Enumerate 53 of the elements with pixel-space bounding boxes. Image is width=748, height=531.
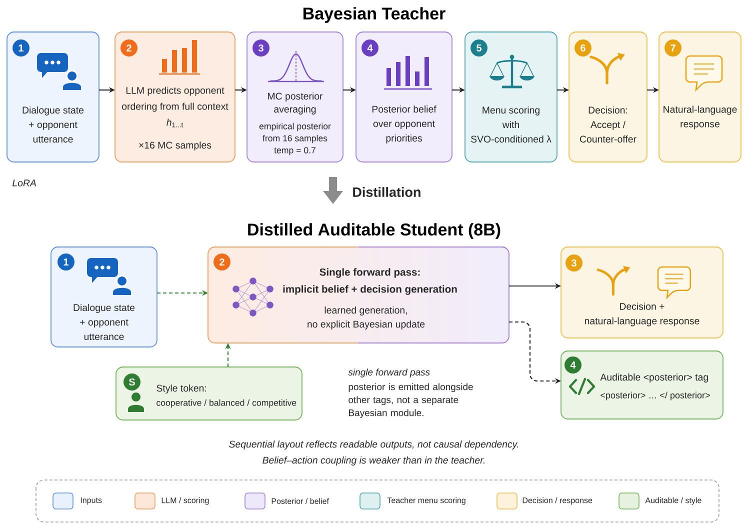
step-box	[560, 246, 724, 338]
step-box	[114, 32, 236, 162]
note-heading: single forward pass	[348, 368, 430, 378]
step-label: LLM predicts opponent ordering from full context h$_{1...t}$	[122, 86, 228, 128]
step-badge: S	[124, 374, 140, 390]
step-badge: 2	[214, 254, 230, 270]
step-badge: 2	[120, 40, 138, 56]
step-box	[246, 32, 344, 162]
step-detail: learned generation, no explicit Bayesian update	[308, 306, 425, 330]
step-label: Menu scoring with SVO-conditioned λ	[471, 106, 552, 143]
step-title: Single forward pass: implicit belief + decision generation	[283, 268, 457, 295]
step-badge: 1	[58, 254, 74, 270]
step-label: Decision: Accept / Counter-offer	[580, 106, 636, 143]
tag-example: <posterior> … </ posterior>	[600, 392, 710, 400]
legend-label: Posterior / belief	[272, 498, 329, 504]
style-title: Style token:	[156, 384, 206, 394]
step-badge: 3	[252, 40, 270, 56]
step-label: Dialogue state + opponent utterance	[74, 304, 135, 340]
step-badge: 3	[566, 254, 582, 272]
step-badge: 5	[470, 40, 488, 56]
step-box	[208, 246, 510, 344]
legend-label: LLM / scoring	[162, 497, 209, 505]
tag-title: Auditable <posterior> tag	[600, 374, 708, 383]
step-badge: 7	[664, 40, 682, 56]
step-badge: 4	[564, 356, 582, 374]
legend-label: Inputs	[80, 497, 102, 505]
section-title: Bayesian Teacher	[303, 7, 446, 23]
step-detail: empirical posterior from 16 samples temp = 0.7	[259, 122, 331, 156]
step-box	[50, 246, 158, 348]
step-label: Dialogue state + opponent utterance	[22, 106, 84, 143]
style-box	[116, 366, 302, 420]
step-box	[560, 350, 724, 420]
step-badge: 1	[12, 40, 30, 56]
style-options: cooperative / balanced / competitive	[156, 399, 296, 408]
legend-label: Decision / response	[522, 497, 592, 505]
step-detail: ×16 MC samples	[139, 141, 212, 151]
step-box	[6, 32, 100, 162]
arrow-label: Distillation	[353, 187, 420, 197]
step-badge: 4	[362, 40, 378, 56]
step-label: Decision + natural-language response	[584, 302, 700, 326]
step-label: MC posterior averaging	[268, 92, 323, 115]
legend-label: Teacher menu scoring	[387, 497, 466, 505]
step-box	[464, 32, 558, 162]
step-label: Natural-language response	[664, 106, 737, 130]
step-box	[356, 32, 452, 162]
note-text: posterior is emitted alongside other tags, not a separate Bayesian module.	[348, 383, 473, 418]
model-note: LoRA	[12, 180, 36, 186]
step-box	[658, 32, 742, 162]
legend-label: Auditable / style	[645, 497, 702, 505]
step-box	[568, 32, 648, 162]
step-label: Posterior belief over opponent priorities	[372, 105, 436, 144]
step-badge: 6	[574, 40, 592, 56]
caption: Sequential layout reflects readable outputs, not causal dependency. Belief–action coupling is weaker than in the teacher.	[229, 440, 518, 466]
